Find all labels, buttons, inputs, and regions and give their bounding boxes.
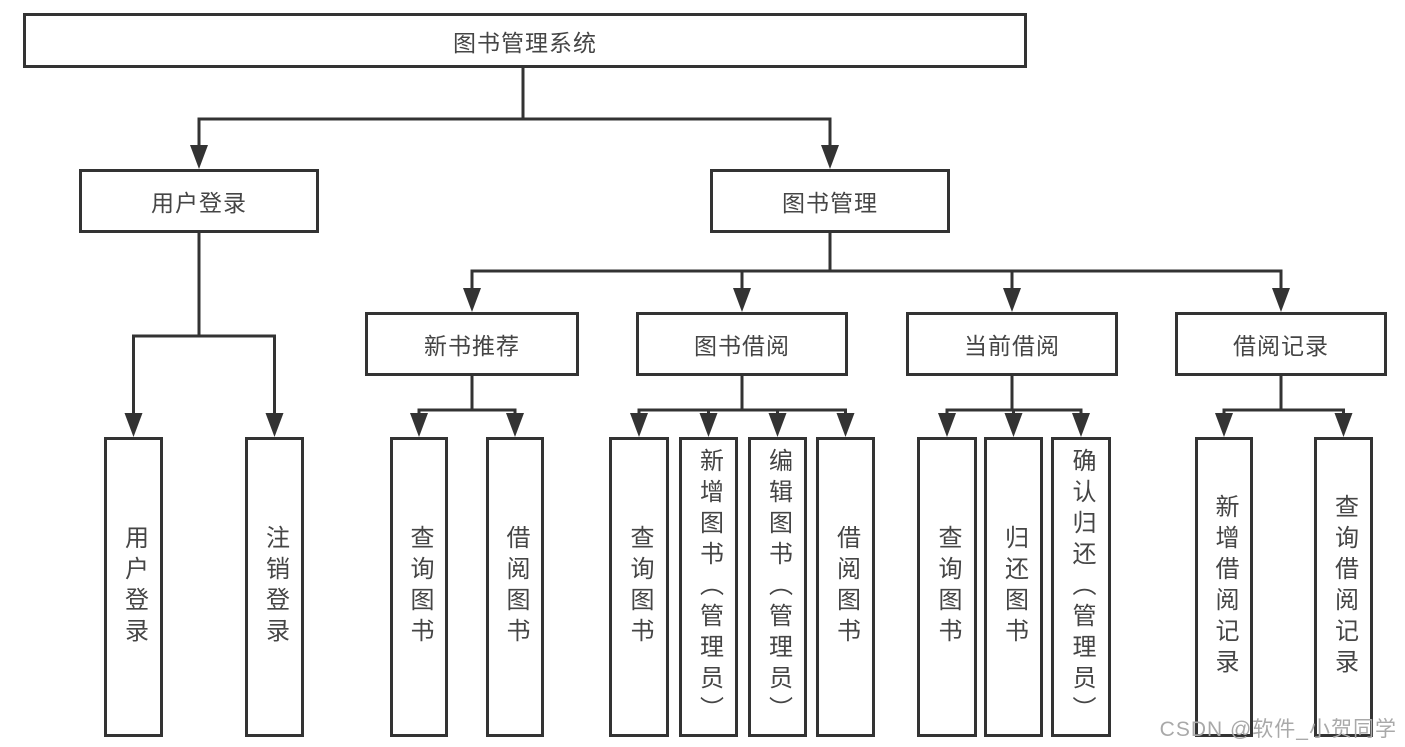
leaf-add-borrow-record: 新增借阅记录 [1195,437,1253,737]
node-borrowing-records: 借阅记录 [1175,312,1387,376]
leaf-confirm-return-admin: 确认归还（管理员） [1051,437,1111,737]
csdn-watermark: CSDN @软件_小贺同学 [1159,718,1397,741]
node-current-borrowing: 当前借阅 [906,312,1118,376]
leaf-query-books-recommend: 查询图书 [390,437,448,737]
node-book-management: 图书管理 [710,169,950,233]
leaf-borrow-books-recommend: 借阅图书 [486,437,544,737]
node-library-management-system: 图书管理系统 [23,13,1027,68]
node-book-borrowing: 图书借阅 [636,312,848,376]
node-new-book-recommendation: 新书推荐 [365,312,579,376]
leaf-logout: 注销登录 [245,437,304,737]
leaf-query-books-current: 查询图书 [917,437,977,737]
leaf-query-borrow-record: 查询借阅记录 [1314,437,1373,737]
leaf-user-login: 用户登录 [104,437,163,737]
leaf-query-books-borrow: 查询图书 [609,437,669,737]
leaf-borrow-books: 借阅图书 [816,437,875,737]
leaf-add-book-admin: 新增图书（管理员） [679,437,738,737]
node-user-login: 用户登录 [79,169,319,233]
leaf-edit-book-admin: 编辑图书（管理员） [748,437,807,737]
leaf-return-book: 归还图书 [984,437,1043,737]
